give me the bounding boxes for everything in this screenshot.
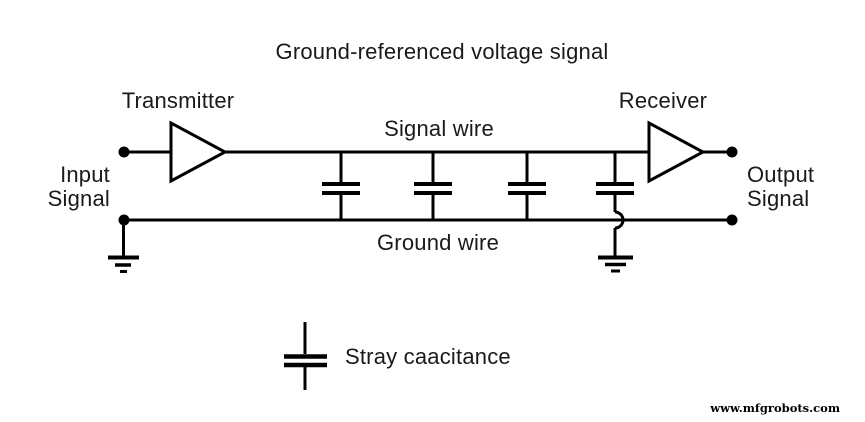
output-ground-terminal [726,214,738,226]
output-signal-label: Output Signal [747,162,815,211]
transmitter-label: Transmitter [121,88,235,113]
receiver-label: Receiver [618,88,708,113]
legend-capacitor-icon [284,322,327,390]
ground-symbol [108,220,139,273]
legend-label: Stray caacitance [345,344,511,369]
input-signal-label: Input Signal [47,162,110,211]
transmitter-triangle-icon [169,120,229,184]
signal-wire-label: Signal wire [384,116,494,141]
stray-capacitor [596,152,634,257]
wire-hop-icon [614,210,625,230]
stray-capacitor [414,152,452,220]
stray-capacitor [322,152,360,220]
ground-wire-label: Ground wire [376,230,500,255]
receiver-triangle-icon [647,120,707,184]
diagram-title: Ground-referenced voltage signal [275,39,609,64]
output-signal-terminal [726,146,738,158]
ground-symbol [598,255,633,273]
stray-capacitor [508,152,546,220]
input-signal-terminal [118,146,130,158]
watermark: www.mfgrobots.com [710,401,840,415]
